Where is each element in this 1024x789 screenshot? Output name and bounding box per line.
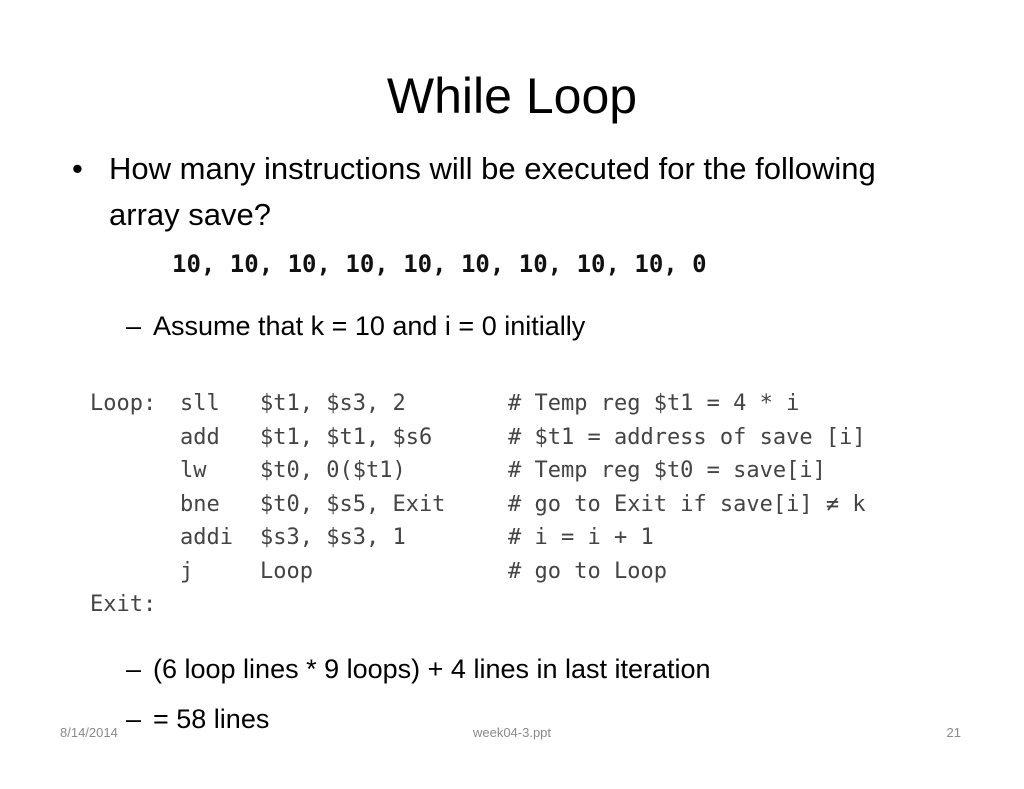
- code-op: lw: [180, 458, 207, 483]
- code-args: $s3, $s3, 1: [260, 525, 406, 550]
- sub-bullet-text: (6 loop lines * 9 loops) + 4 lines in la…: [153, 654, 711, 684]
- code-comment: # go to Exit if save[i] ≠ k: [508, 491, 866, 517]
- code-op: addi: [180, 525, 233, 550]
- sub-bullet-result: – = 58 lines: [126, 701, 926, 737]
- code-comment: # go to Loop: [508, 558, 667, 584]
- code-comment: # Temp reg $t0 = save[i]: [508, 458, 826, 483]
- code-label: Loop:: [90, 391, 157, 416]
- slide-title: While Loop: [386, 68, 638, 124]
- sub-bullet-calculation: – (6 loop lines * 9 loops) + 4 lines in …: [126, 651, 926, 687]
- code-line: Loop: sll $t1, $s3, 2 # Temp reg $t1 = 4…: [90, 387, 799, 421]
- sub-bullet-marker: –: [126, 654, 142, 684]
- code-line: j Loop # go to Loop: [90, 555, 667, 589]
- sub-bullet-text: = 58 lines: [153, 704, 270, 734]
- code-comment: # $t1 = address of save [i]: [508, 424, 866, 450]
- footer-filename: week04-3.ppt: [472, 725, 552, 740]
- code-op: bne: [180, 491, 220, 517]
- code-op: add: [180, 424, 220, 450]
- code-args: $t0, 0($t1): [260, 458, 406, 483]
- code-args: $t1, $t1, $s6: [260, 424, 433, 450]
- code-args: $t1, $s3, 2: [260, 391, 406, 416]
- code-comment: # i = i + 1: [508, 525, 654, 550]
- slide: While Loop • How many instructions will …: [60, 68, 961, 740]
- code-line: add $t1, $t1, $s6 # $t1 = address of sav…: [90, 421, 866, 455]
- code-comment: # Temp reg $t1 = 4 * i: [508, 391, 800, 416]
- code-op: j: [180, 558, 194, 584]
- code-args: $t0, $s5, Exit: [260, 491, 446, 517]
- sub-bullet-marker: –: [126, 704, 142, 734]
- sub-bullet-text: Assume that k = 10 and i = 0 initially: [153, 311, 586, 341]
- sub-bullet-assumption: – Assume that k = 10 and i = 0 initially: [126, 308, 926, 344]
- code-label: Exit:: [90, 592, 157, 617]
- code-args: Loop: [260, 558, 313, 584]
- code-op: sll: [180, 391, 220, 416]
- footer-page-number: 21: [946, 725, 961, 740]
- code-line: bne $t0, $s5, Exit # go to Exit if save[…: [90, 488, 866, 522]
- sub-bullet-marker: –: [126, 311, 142, 341]
- code-line: lw $t0, 0($t1) # Temp reg $t0 = save[i]: [90, 454, 826, 488]
- bullet-text: How many instructions will be executed f…: [109, 151, 876, 232]
- code-line: Exit:: [90, 588, 169, 622]
- code-line: addi $s3, $s3, 1 # i = i + 1: [90, 521, 654, 555]
- bullet-marker: •: [72, 151, 83, 186]
- footer-date: 8/14/2014: [60, 725, 118, 740]
- array-values: 10, 10, 10, 10, 10, 10, 10, 10, 10, 0: [172, 250, 707, 278]
- code-block: Loop: sll $t1, $s3, 2 # Temp reg $t1 = 4…: [90, 387, 866, 622]
